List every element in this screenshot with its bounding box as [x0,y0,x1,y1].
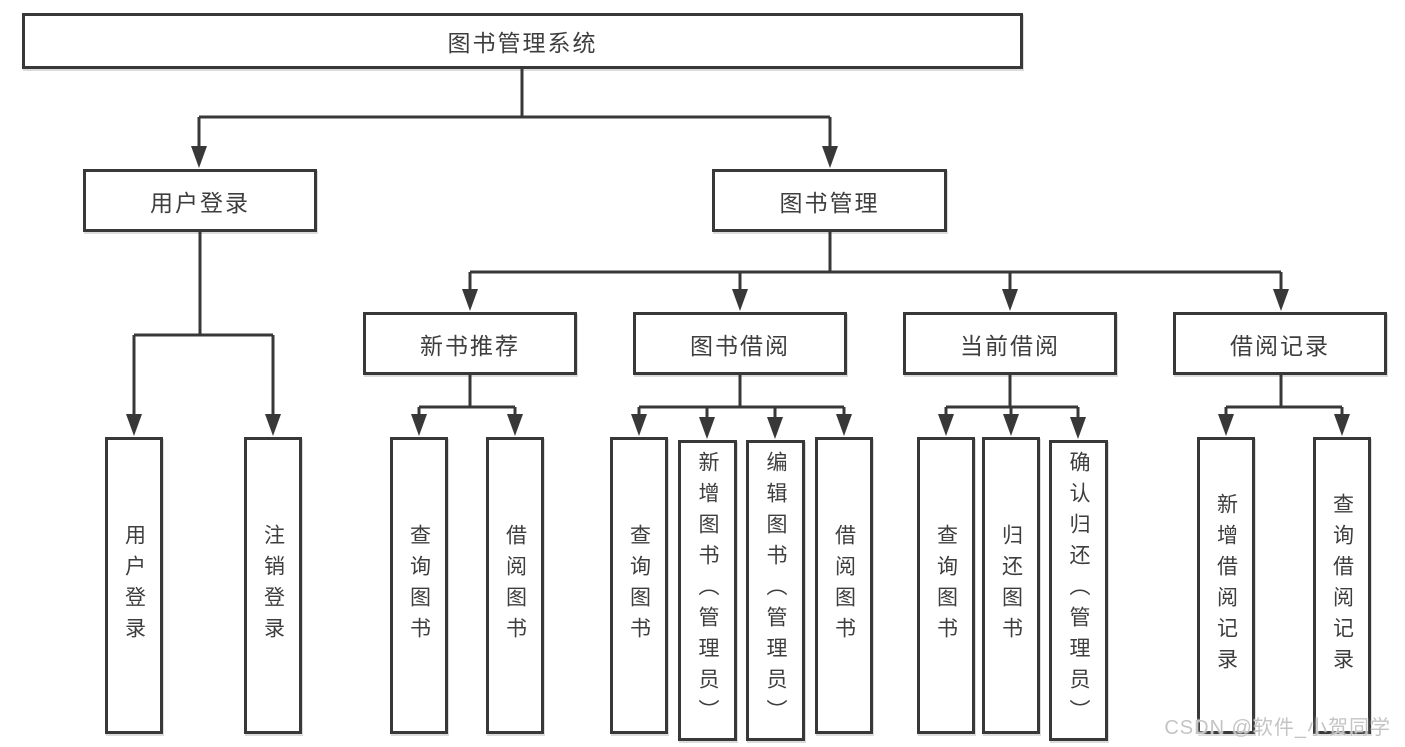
leaf-query-book-1-label: 查询图书 [407,523,431,648]
node-book-management-label: 图书管理 [779,189,880,216]
leaf-return-book-label: 归还图书 [999,523,1023,648]
leaf-borrow-book-1: 借阅图书 [486,437,544,734]
leaf-query-borrow-record-label: 查询借阅记录 [1330,492,1354,679]
leaf-logout: 注销登录 [244,437,302,734]
leaf-add-borrow-record-label: 新增借阅记录 [1214,492,1238,679]
connector-book-borrow-branch [631,374,852,439]
connector-root-to-level2 [191,69,838,168]
leaf-user-login: 用户登录 [105,437,163,734]
node-borrow-record: 借阅记录 [1173,312,1387,375]
node-root-label: 图书管理系统 [447,30,598,56]
leaf-query-book-2-label: 查询图书 [627,523,651,648]
leaf-borrow-book-2-label: 借阅图书 [832,523,856,648]
node-new-book-recommend-label: 新书推荐 [420,332,520,359]
leaf-borrow-book-1-label: 借阅图书 [503,523,527,648]
node-book-borrow: 图书借阅 [633,312,847,375]
connector-book-management-branch [462,232,1289,311]
node-book-borrow-label: 图书借阅 [690,332,790,359]
node-borrow-record-label: 借阅记录 [1230,332,1330,359]
leaf-add-book-admin: 新增图书（管理员） [678,440,737,741]
node-new-book-recommend: 新书推荐 [363,312,577,375]
node-book-management: 图书管理 [712,169,947,232]
node-current-borrow: 当前借阅 [903,312,1117,375]
leaf-confirm-return-admin: 确认归还（管理员） [1049,440,1108,741]
leaf-edit-book-admin-label: 编辑图书（管理员） [764,451,787,730]
leaf-edit-book-admin: 编辑图书（管理员） [746,440,805,741]
leaf-query-book-3: 查询图书 [917,437,975,734]
leaf-confirm-return-admin-label: 确认归还（管理员） [1067,451,1090,730]
node-user-login-label: 用户登录 [150,189,250,216]
watermark: CSDN @软件_小贺同学 [1164,717,1391,739]
node-current-borrow-label: 当前借阅 [960,332,1060,359]
leaf-query-book-2: 查询图书 [610,437,668,734]
leaf-query-book-3-label: 查询图书 [934,523,958,648]
connector-user-login-branch [126,232,281,436]
leaf-query-book-1: 查询图书 [390,437,448,734]
connector-current-borrow-branch [938,374,1086,439]
leaf-borrow-book-2: 借阅图书 [815,437,873,734]
connector-new-book-branch [411,374,523,436]
leaf-return-book: 归还图书 [982,437,1040,734]
leaf-user-login-label: 用户登录 [122,523,146,648]
leaf-logout-label: 注销登录 [261,523,285,648]
leaf-query-borrow-record: 查询借阅记录 [1313,437,1371,734]
node-user-login: 用户登录 [83,169,317,232]
leaf-add-borrow-record: 新增借阅记录 [1197,437,1255,734]
leaf-add-book-admin-label: 新增图书（管理员） [696,451,719,730]
node-root: 图书管理系统 [22,13,1023,69]
connector-borrow-record-branch [1218,374,1350,436]
